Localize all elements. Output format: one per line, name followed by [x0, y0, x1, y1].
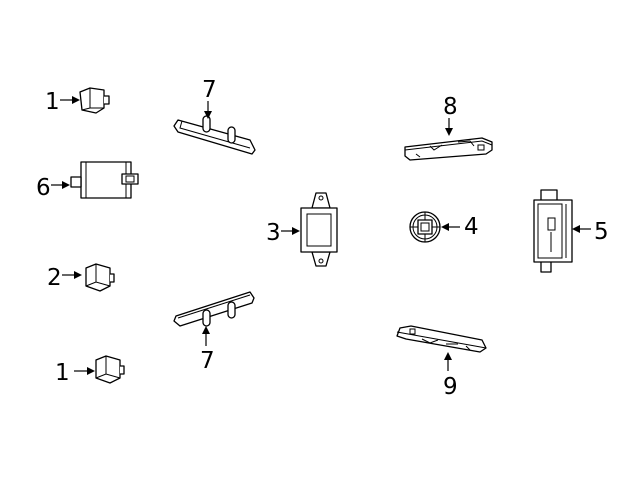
callout-2: 2 — [47, 265, 82, 291]
arrow-3 — [292, 227, 300, 235]
callout-label-7-top: 7 — [202, 77, 217, 103]
callout-3: 3 — [266, 220, 300, 246]
callout-5: 5 — [572, 219, 609, 245]
arrow-1-top — [72, 96, 80, 104]
arrow-2 — [74, 271, 82, 279]
callout-label-7-bottom: 7 — [200, 348, 215, 374]
callout-label-8: 8 — [443, 94, 458, 120]
callout-label-6: 6 — [36, 175, 51, 201]
part-1-bottom-module — [95, 355, 125, 384]
callout-6: 6 — [36, 175, 70, 201]
arrow-8 — [445, 128, 453, 136]
callout-label-9: 9 — [443, 374, 458, 400]
arrow-7-top — [204, 111, 212, 119]
callout-label-3: 3 — [266, 220, 281, 246]
part-6-control-module — [70, 161, 139, 199]
part-9-antenna-module — [396, 325, 487, 353]
callout-label-4: 4 — [464, 214, 479, 240]
arrow-7-bottom — [202, 326, 210, 334]
part-1-top-module — [79, 87, 110, 114]
callout-7-bottom: 7 — [200, 326, 215, 374]
callout-9: 9 — [443, 352, 458, 400]
callout-7-top: 7 — [202, 77, 217, 119]
part-4-round-sensor — [409, 211, 441, 243]
callout-label-5: 5 — [594, 219, 609, 245]
callout-label-1-top: 1 — [45, 89, 60, 115]
part-8-antenna-module — [404, 137, 493, 161]
arrow-1-bottom — [87, 367, 95, 375]
callout-4: 4 — [441, 214, 479, 240]
arrow-6 — [62, 181, 70, 189]
part-7-top-bracket — [173, 115, 256, 155]
callout-1-top: 1 — [45, 89, 80, 115]
part-7-bottom-bracket — [173, 291, 255, 327]
part-5-tall-module — [533, 189, 573, 273]
callout-label-2: 2 — [47, 265, 62, 291]
arrow-5 — [572, 225, 580, 233]
arrow-9 — [444, 352, 452, 360]
callout-label-1-bottom: 1 — [55, 360, 70, 386]
part-2-small-module — [85, 263, 115, 292]
callout-8: 8 — [443, 94, 458, 136]
arrow-4 — [441, 223, 449, 231]
part-3-receiver-module — [300, 192, 338, 267]
callout-1-bottom: 1 — [55, 360, 95, 386]
